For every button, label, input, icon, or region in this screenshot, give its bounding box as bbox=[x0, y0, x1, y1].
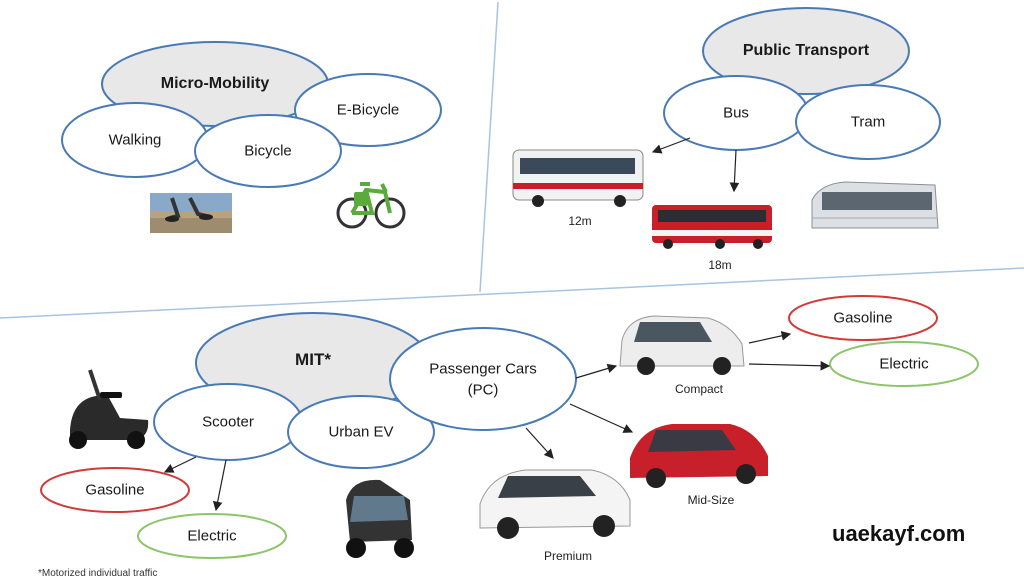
compact-gasoline-ellipse bbox=[788, 295, 938, 341]
scooter-gasoline-label: Gasoline bbox=[85, 481, 145, 499]
arrow-pc-to-compact bbox=[575, 363, 618, 379]
public-transport-header-ellipse bbox=[702, 7, 910, 95]
scooter-electric-label: Electric bbox=[187, 527, 237, 545]
footnote: *Motorized individual traffic bbox=[38, 568, 158, 579]
arrow-scooter-to-electric bbox=[212, 459, 227, 512]
compact-caption: Compact bbox=[674, 382, 724, 396]
arrow-compact-to-electric bbox=[748, 360, 831, 371]
compact-gasoline-label: Gasoline bbox=[833, 309, 893, 327]
public-transport-title: Public Transport bbox=[742, 42, 870, 59]
urban-ev-label: Urban EV bbox=[328, 423, 394, 441]
bus-18m-image bbox=[652, 205, 772, 249]
micro-mobility-title: Micro-Mobility bbox=[160, 75, 270, 92]
urban-ev-image bbox=[346, 479, 414, 558]
compact-car-image bbox=[619, 315, 745, 375]
premium-caption: Premium bbox=[543, 549, 593, 563]
compact-electric-label: Electric bbox=[879, 355, 929, 373]
scooter-electric-ellipse bbox=[137, 513, 287, 559]
scooter-image bbox=[69, 369, 149, 449]
mid-size-car-image bbox=[630, 424, 768, 488]
e-bicycle-label: E-Bicycle bbox=[336, 101, 400, 119]
passenger-cars-label: Passenger Cars bbox=[429, 360, 537, 378]
bus-12m-image bbox=[512, 149, 644, 207]
bus-18m-caption: 18m bbox=[708, 258, 732, 272]
vertical-divider bbox=[479, 1, 499, 293]
passenger-cars-abbrev: (PC) bbox=[467, 381, 499, 399]
arrow-scooter-to-gasoline bbox=[163, 456, 197, 473]
bus-12m-caption: 12m bbox=[568, 214, 592, 228]
horizontal-divider bbox=[0, 267, 1024, 319]
arrow-bus-to-12m bbox=[651, 137, 691, 154]
tram-image bbox=[811, 181, 939, 229]
scooter-gasoline-ellipse bbox=[40, 467, 190, 513]
walking-photo bbox=[150, 193, 232, 233]
bicycle-label: Bicycle bbox=[244, 142, 292, 160]
arrow-compact-to-gasoline bbox=[748, 331, 792, 344]
scooter-label: Scooter bbox=[202, 413, 254, 431]
arrow-pc-to-mid-size bbox=[569, 403, 634, 433]
arrow-bus-to-18m bbox=[729, 149, 740, 193]
urban-ev-ellipse bbox=[287, 395, 435, 469]
bicycle-ellipse bbox=[194, 114, 342, 188]
passenger-cars-ellipse bbox=[389, 327, 577, 431]
bus-label: Bus bbox=[723, 104, 749, 122]
mid-size-caption: Mid-Size bbox=[687, 493, 735, 507]
mit-title: MIT* bbox=[295, 350, 331, 369]
e-bicycle-image bbox=[336, 182, 406, 229]
arrow-pc-to-premium bbox=[525, 427, 554, 459]
premium-car-image bbox=[479, 469, 631, 539]
tram-label: Tram bbox=[850, 113, 886, 131]
e-bicycle-ellipse bbox=[294, 73, 442, 147]
tram-ellipse bbox=[795, 84, 941, 160]
walking-label: Walking bbox=[108, 131, 162, 149]
watermark: uaekayf.com bbox=[832, 521, 966, 546]
